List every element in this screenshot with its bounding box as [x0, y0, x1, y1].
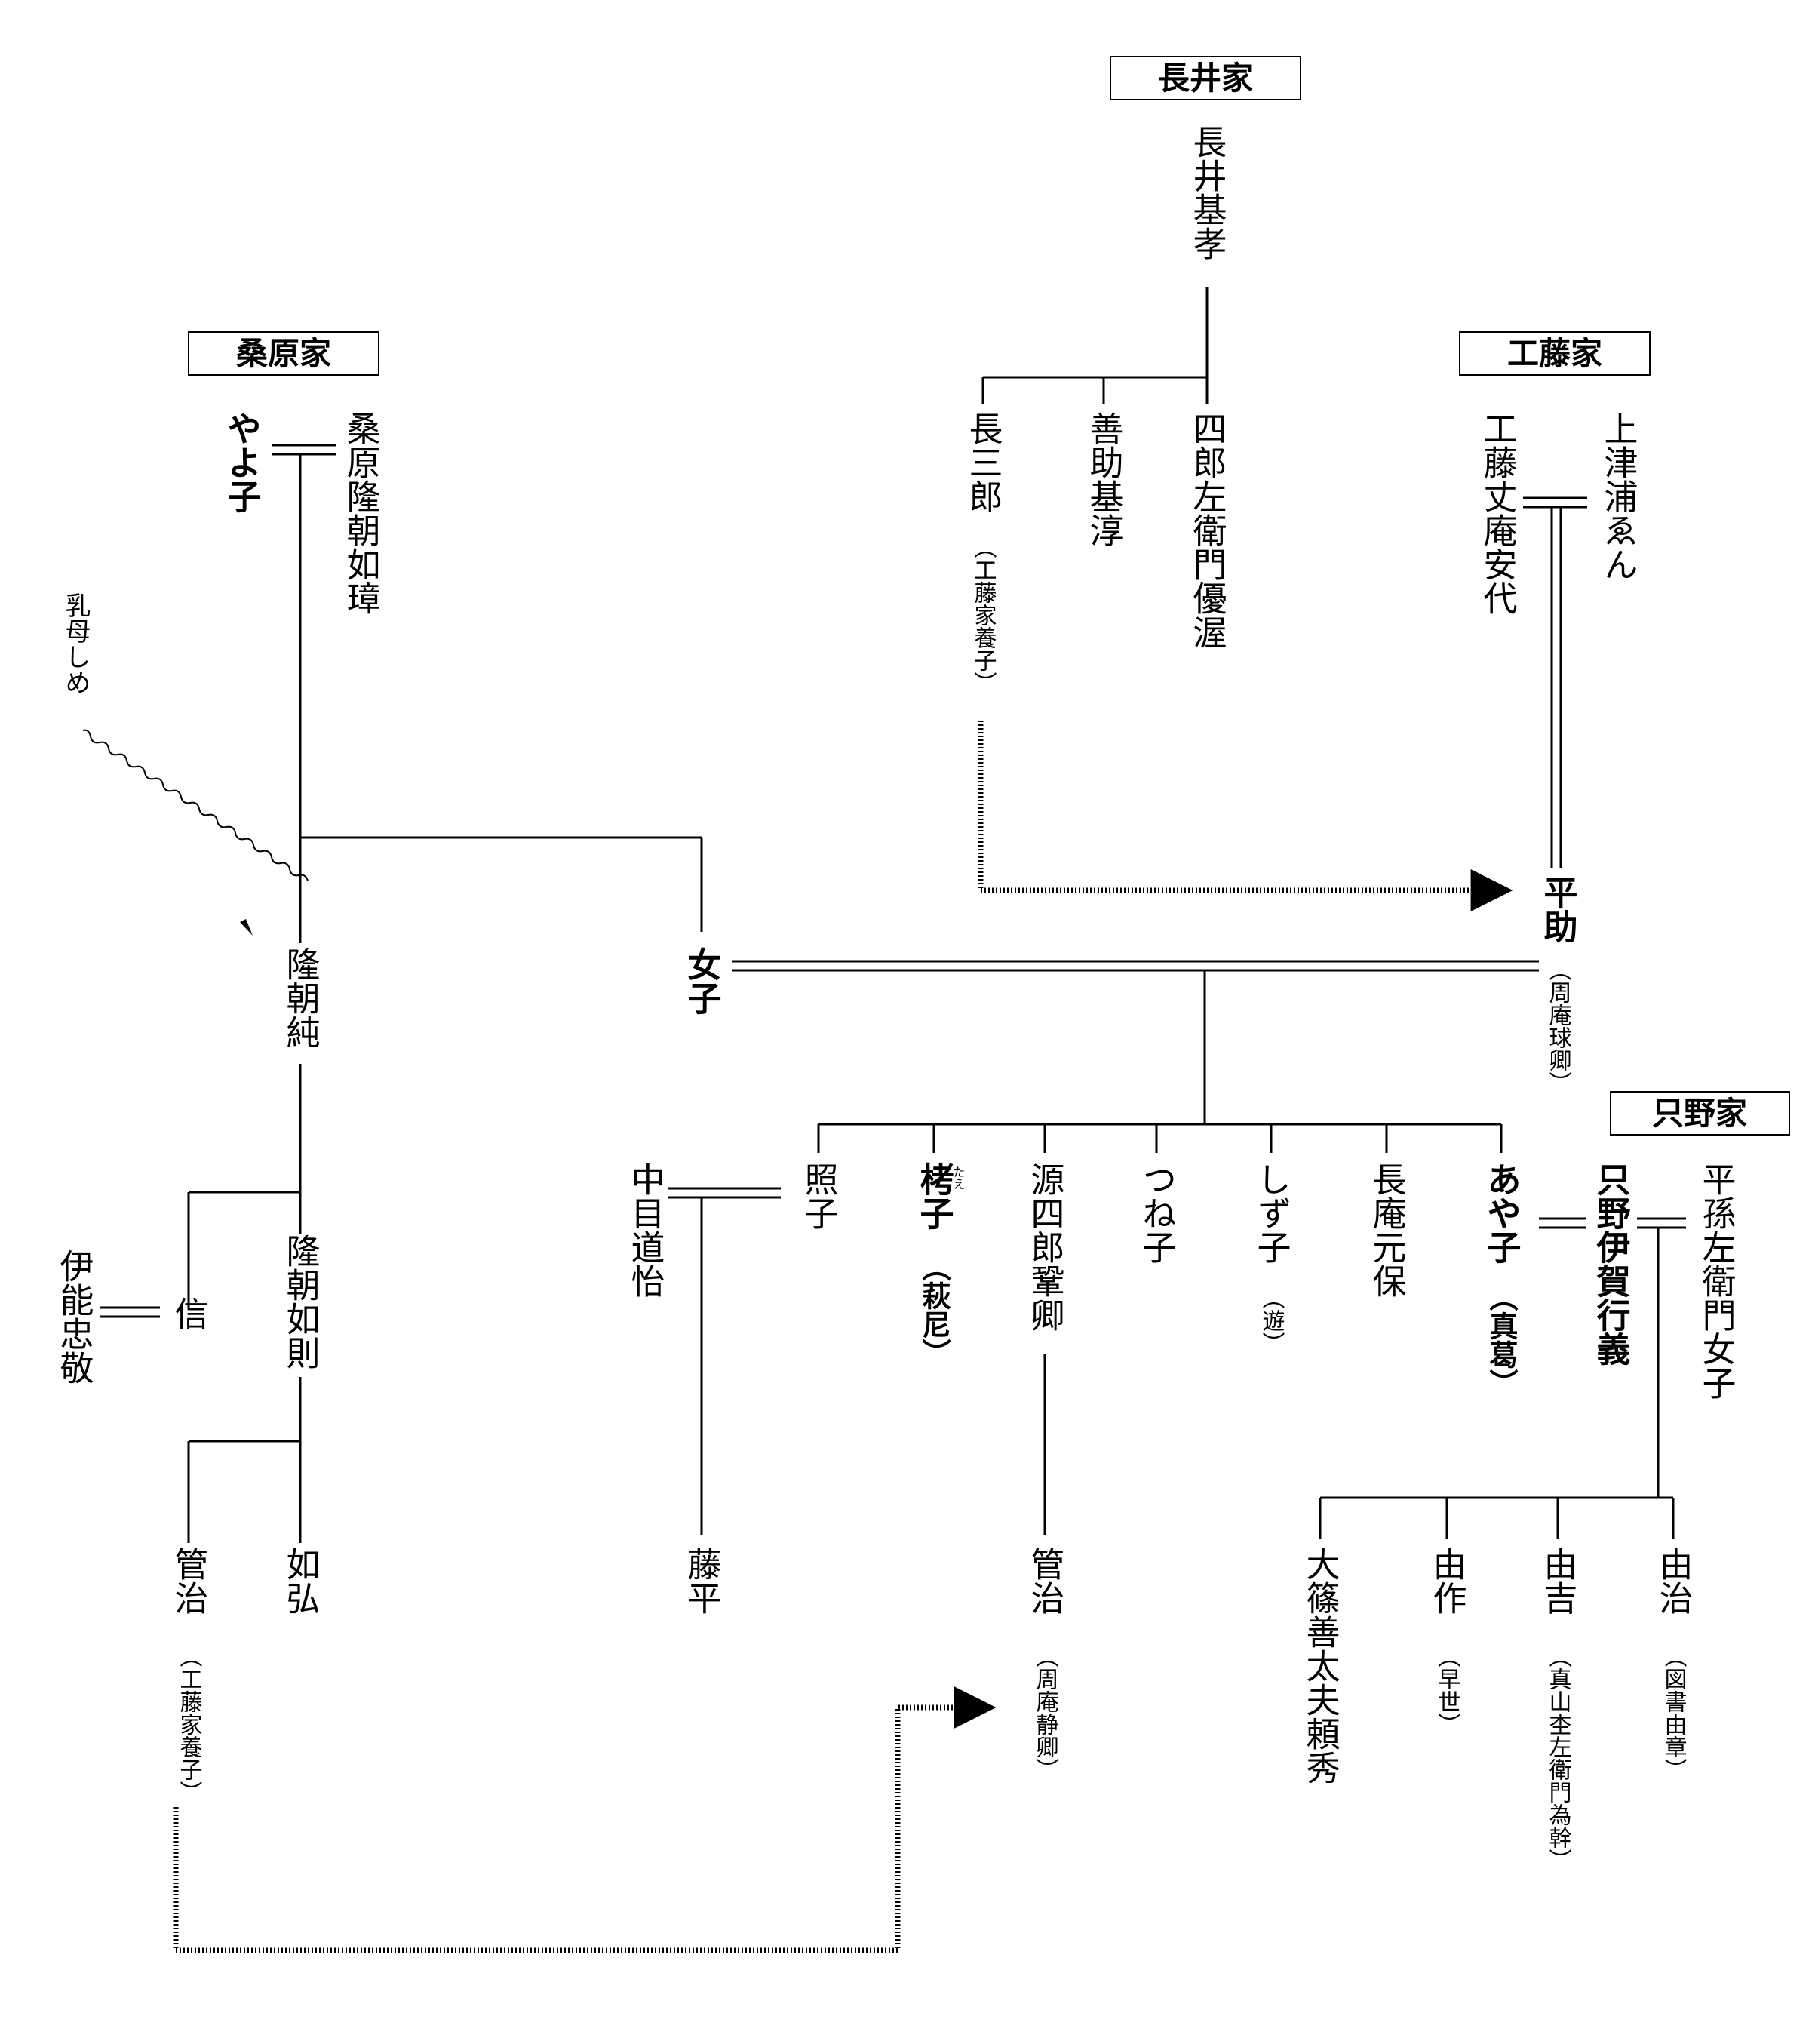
name-nagai-mototaka: 長井基孝	[1187, 124, 1227, 260]
name-uetsura-en: 上津浦ゑん	[1599, 411, 1638, 581]
name-hira-magozaemon: 平孫左衛門女子	[1697, 1162, 1737, 1400]
note-yoshiharu: （図書由章）	[1660, 1645, 1688, 1781]
name-tadano-iga: 只野伊賀行義	[1591, 1162, 1632, 1366]
name-shirozaemon: 四郎左衛門優渥	[1187, 411, 1227, 649]
name-kanji-left: 管治	[169, 1547, 209, 1615]
name-heisuke: 平助	[1538, 875, 1578, 943]
house-kudo-box	[1459, 331, 1651, 376]
name-zensuke: 善助基淳	[1084, 411, 1124, 547]
name-choan: 長庵元保	[1367, 1162, 1407, 1298]
name-yoshikichi: 由吉	[1538, 1547, 1578, 1615]
nurse-arrow-head	[240, 919, 253, 936]
note-kanji-right: （周庵静卿）	[1032, 1645, 1059, 1781]
name-takatomo-jun: 隆朝純	[281, 947, 321, 1049]
adoption-path-chozaburo	[978, 721, 1513, 911]
house-nagai: 長井家	[1158, 60, 1253, 97]
name-makoto: 信	[169, 1296, 209, 1330]
house-kudo: 工藤家	[1507, 335, 1602, 372]
name-ayako: あや子	[1482, 1162, 1522, 1264]
name-chozaburo: 長三郎	[963, 411, 1003, 513]
name-nyoko: 如弘	[281, 1547, 321, 1615]
note-heisuke: （周庵球卿）	[1545, 958, 1572, 1094]
house-kuwabara: 桑原家	[236, 335, 331, 372]
note-taeko: （萩尼）	[917, 1253, 951, 1367]
name-tsune: つね子	[1137, 1162, 1177, 1264]
note-yoshikichi: （真山杢左衛門為幹）	[1545, 1645, 1572, 1871]
name-kanji-right: 管治	[1025, 1547, 1065, 1615]
note-chozaburo: （工藤家養子）	[970, 536, 997, 694]
adoption-path-kanji	[173, 1686, 997, 1953]
name-toheii: 藤平	[682, 1547, 722, 1615]
name-ino-tadataka: 伊能忠敬	[54, 1249, 94, 1385]
name-nakame-doi: 中目道怡	[625, 1162, 665, 1298]
house-kuwabara-box	[188, 331, 379, 376]
name-oshino: 大篠善太夫頼秀	[1301, 1547, 1341, 1784]
adoption-paths	[173, 721, 1513, 1953]
ruby-taeko: たえ	[951, 1166, 966, 1190]
note-ayako: （真葛）	[1485, 1283, 1518, 1397]
name-shizuko: しず子	[1252, 1162, 1291, 1264]
name-jyoshi: 女子	[682, 947, 722, 1015]
house-tadano: 只野家	[1652, 1095, 1747, 1132]
label-nurse: 乳母しめ	[60, 592, 91, 695]
house-nagai-box	[1110, 56, 1301, 100]
nurse-wavy-arrow	[82, 729, 309, 882]
name-teruko: 照子	[799, 1162, 839, 1230]
house-tadano-box	[1610, 1091, 1790, 1136]
connector-lines	[100, 287, 1686, 1543]
name-yoshiharu: 由治	[1654, 1547, 1694, 1615]
name-kuwabara-takatomo: 桑原隆朝如璋	[341, 411, 381, 615]
name-yayoko: やよ子	[222, 411, 262, 513]
name-kudo-jouan: 工藤丈庵安代	[1478, 411, 1518, 615]
name-taeko: 栲子	[914, 1162, 954, 1230]
name-genshiro: 源四郎鞏卿	[1025, 1162, 1065, 1332]
note-yoshisaku: （早世）	[1434, 1645, 1461, 1735]
name-takatomo-nori: 隆朝如則	[281, 1234, 321, 1369]
note-kanji-left: （工藤家養子）	[176, 1645, 203, 1803]
note-shizuko: （遊）	[1258, 1286, 1285, 1354]
name-yoshisaku: 由作	[1427, 1547, 1467, 1615]
